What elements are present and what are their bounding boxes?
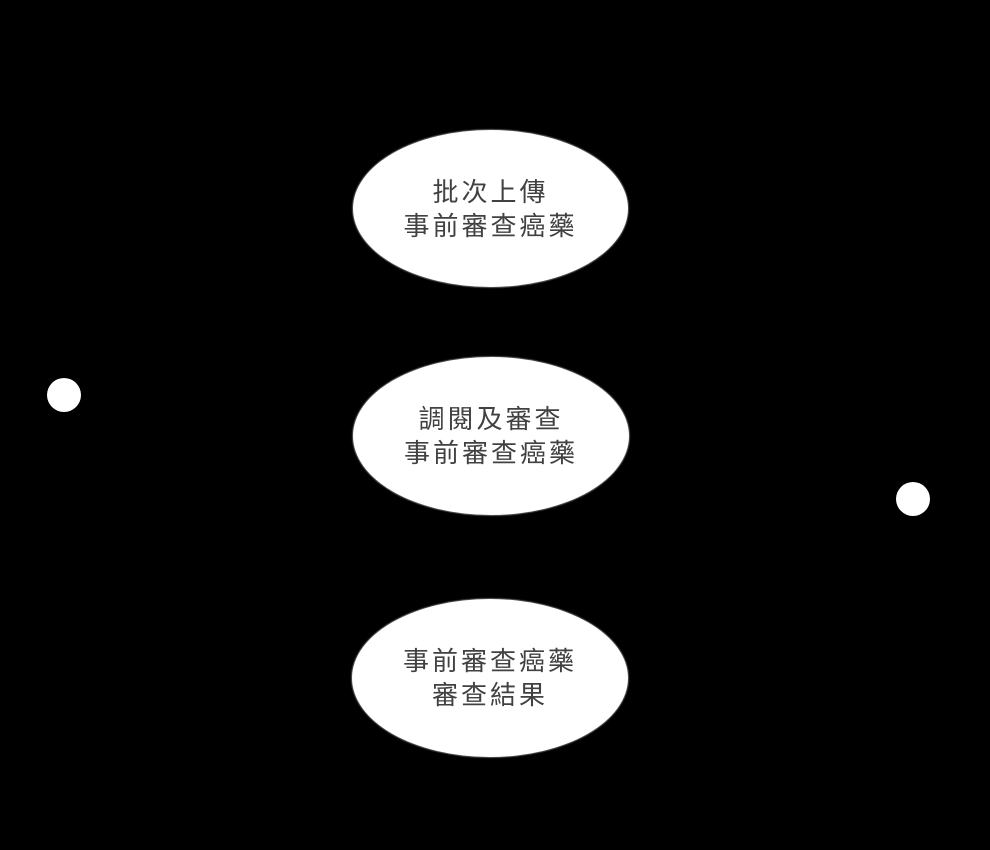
usecase-ellipse-review-result: 事前審查癌藥 審查結果	[352, 599, 628, 757]
usecase-label-line1: 事前審查癌藥	[402, 646, 577, 676]
usecase-label-line2: 審查結果	[431, 680, 548, 710]
actor-left-head-icon	[47, 378, 81, 412]
usecase-label: 事前審查癌藥 審查結果	[403, 644, 577, 712]
usecase-label-line2: 事前審查癌藥	[403, 210, 578, 241]
usecase-label: 調閱及審查 事前審查癌藥	[404, 402, 578, 470]
usecase-label-line1: 調閱及審查	[418, 404, 564, 434]
actor-right-head-icon	[896, 482, 930, 516]
usecase-label-line1: 批次上傳	[432, 176, 549, 207]
usecase-ellipse-retrieve-review: 調閱及審查 事前審查癌藥	[353, 357, 629, 515]
usecase-label-line2: 事前審查癌藥	[403, 438, 578, 468]
usecase-ellipse-batch-upload: 批次上傳 事前審查癌藥	[353, 130, 628, 287]
usecase-label: 批次上傳 事前審查癌藥	[403, 175, 577, 243]
